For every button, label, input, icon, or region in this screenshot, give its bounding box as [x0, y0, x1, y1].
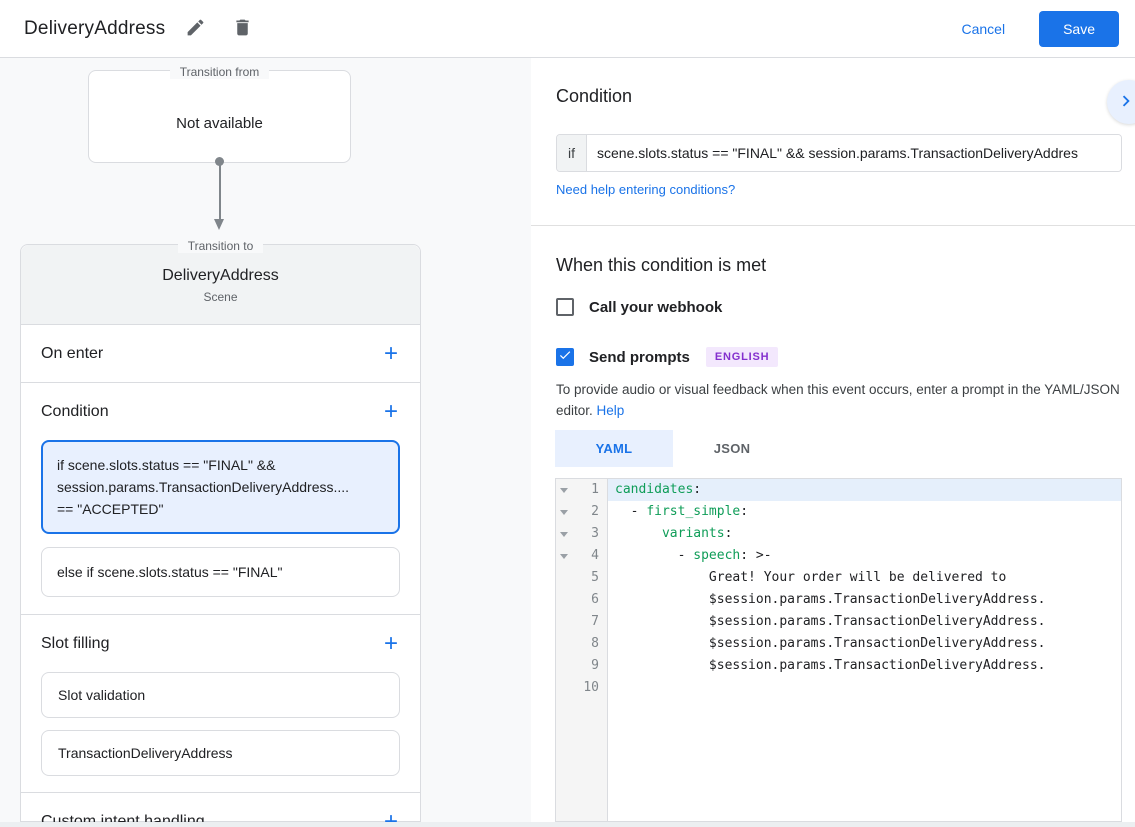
condition-item-selected[interactable]: if scene.slots.status == "FINAL" && sess…: [41, 440, 400, 534]
save-button[interactable]: Save: [1039, 11, 1119, 47]
send-prompts-option[interactable]: Send prompts ENGLISH: [556, 347, 778, 367]
slot-validation-item[interactable]: Slot validation: [41, 672, 400, 718]
edit-scene-button[interactable]: [179, 11, 212, 47]
scene-card-header: DeliveryAddress Scene: [21, 245, 420, 325]
if-prefix-label: if: [557, 135, 587, 171]
fold-toggle-icon[interactable]: [556, 545, 572, 567]
arrow-line: [219, 165, 221, 221]
transition-arrow: [214, 157, 225, 231]
send-prompts-label: Send prompts: [589, 349, 690, 366]
yaml-code-editor[interactable]: 1 candidates: 2 - first_simple: 3 varian…: [555, 478, 1122, 822]
collapse-panel-button[interactable]: [1107, 80, 1135, 124]
code-line: 4 - speech: >-: [556, 545, 1121, 567]
add-on-enter-button[interactable]: +: [382, 344, 400, 364]
fold-toggle-icon[interactable]: [556, 523, 572, 545]
condition-item[interactable]: else if scene.slots.status == "FINAL": [41, 547, 400, 597]
transition-from-legend: Transition from: [89, 63, 350, 81]
code-line: 7 $session.params.TransactionDeliveryAdd…: [556, 611, 1121, 633]
condition-help-link[interactable]: Need help entering conditions?: [556, 182, 735, 197]
code-line: 10: [556, 677, 1121, 699]
condition-row: Condition +: [21, 383, 420, 440]
condition-expression-field: if: [556, 134, 1122, 172]
arrow-head-icon: [214, 219, 224, 230]
language-badge: ENGLISH: [706, 347, 779, 367]
slot-filling-row: Slot filling +: [21, 615, 420, 672]
condition-label: Condition: [41, 403, 109, 421]
scene-name: DeliveryAddress: [21, 267, 420, 285]
fold-toggle-icon[interactable]: [556, 501, 572, 523]
add-slot-button[interactable]: +: [382, 634, 400, 654]
transition-to-card: Transition to DeliveryAddress Scene On e…: [20, 244, 421, 822]
pencil-icon: [185, 17, 206, 41]
fold-toggle-icon[interactable]: [556, 479, 572, 501]
webhook-checkbox[interactable]: [556, 298, 574, 316]
transition-to-legend: Transition to: [21, 237, 420, 255]
help-link[interactable]: Help: [597, 403, 625, 418]
prompts-description: To provide audio or visual feedback when…: [556, 379, 1122, 421]
tab-yaml[interactable]: YAML: [555, 430, 673, 467]
tab-json[interactable]: JSON: [673, 430, 791, 467]
chevron-right-icon: [1115, 90, 1135, 115]
code-line: 3 variants:: [556, 523, 1121, 545]
call-webhook-option[interactable]: Call your webhook: [556, 298, 722, 316]
code-line: 1 candidates:: [556, 479, 1121, 501]
scene-type: Scene: [21, 290, 420, 304]
code-line: 2 - first_simple:: [556, 501, 1121, 523]
transition-from-value: Not available: [89, 115, 350, 132]
webhook-label: Call your webhook: [589, 299, 722, 316]
panel-divider: [531, 225, 1135, 226]
cancel-button[interactable]: Cancel: [945, 13, 1021, 45]
on-enter-label: On enter: [41, 345, 103, 363]
when-condition-met-title: When this condition is met: [556, 255, 766, 276]
code-line: 6 $session.params.TransactionDeliveryAdd…: [556, 589, 1121, 611]
slot-transaction-delivery-address-item[interactable]: TransactionDeliveryAddress: [41, 730, 400, 776]
scene-graph-panel: Transition from Not available Transition…: [0, 58, 531, 822]
trash-icon: [232, 17, 253, 41]
slot-filling-label: Slot filling: [41, 635, 109, 653]
top-bar: DeliveryAddress Cancel Save: [0, 0, 1135, 58]
code-line: 9 $session.params.TransactionDeliveryAdd…: [556, 655, 1121, 677]
condition-detail-panel: Condition if Need help entering conditio…: [531, 58, 1135, 822]
send-prompts-checkbox[interactable]: [556, 348, 574, 366]
on-enter-row: On enter +: [21, 325, 420, 382]
condition-panel-title: Condition: [556, 86, 632, 107]
editor-format-tabs: YAML JSON: [555, 430, 791, 467]
add-condition-button[interactable]: +: [382, 402, 400, 422]
checkmark-icon: [558, 348, 572, 367]
page-title: DeliveryAddress: [24, 18, 165, 40]
code-line: 5 Great! Your order will be delivered to: [556, 567, 1121, 589]
condition-expression-input[interactable]: [587, 135, 1121, 171]
code-line: 8 $session.params.TransactionDeliveryAdd…: [556, 633, 1121, 655]
bottom-edge-strip: [0, 822, 1135, 827]
transition-from-box: Transition from Not available: [88, 70, 351, 163]
delete-scene-button[interactable]: [226, 11, 259, 47]
